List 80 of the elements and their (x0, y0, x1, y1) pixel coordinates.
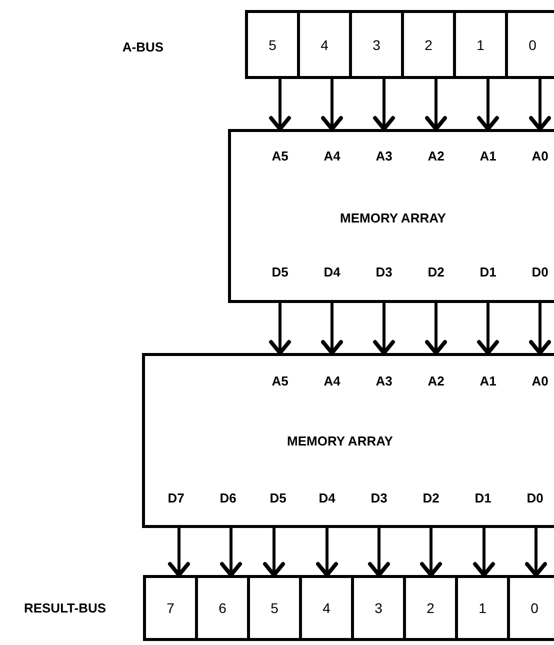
pin-label: D0 (532, 264, 548, 280)
memory-array-box (142, 353, 554, 528)
array-title: MEMORY ARRAY (340, 210, 446, 226)
bus-label: RESULT-BUS (24, 600, 106, 616)
arrow (477, 79, 499, 131)
bit-number: 0 (530, 600, 538, 616)
array-title: MEMORY ARRAY (287, 434, 393, 448)
bit-number: 0 (528, 36, 536, 52)
pin-label: D3 (376, 264, 392, 280)
pin-label: D2 (422, 490, 440, 506)
arrow (425, 303, 447, 355)
pin-label: D6 (220, 490, 236, 506)
bus-bit-cell (403, 575, 458, 641)
pin-label: D2 (428, 264, 444, 280)
pin-label: D4 (324, 264, 340, 280)
pin-label: A2 (428, 148, 444, 164)
pin-label: A1 (480, 374, 496, 388)
bit-number: 6 (218, 600, 226, 616)
arrow (321, 303, 343, 355)
arrow (321, 79, 343, 131)
bus-bit-cell (351, 575, 406, 641)
pin-label: D3 (370, 490, 388, 506)
bit-number: 7 (166, 600, 174, 616)
arrow (420, 528, 442, 577)
pin-label: D5 (272, 264, 288, 280)
pin-label: D7 (168, 490, 184, 506)
pin-label: A5 (272, 148, 288, 164)
arrow (529, 79, 551, 131)
bit-number: 2 (424, 36, 432, 52)
pin-label: A0 (532, 148, 548, 164)
pin-label: A1 (480, 148, 496, 164)
bus-bit-cell (455, 575, 510, 641)
bus-bit-cell (247, 575, 302, 641)
pin-label: D0 (526, 490, 544, 506)
bus-bit-cell (195, 575, 250, 641)
arrow (529, 303, 551, 355)
pin-label: A2 (428, 374, 444, 388)
bus-bit-cell (401, 10, 456, 79)
bus-bit-cell (453, 10, 508, 79)
arrow (220, 528, 242, 577)
bus-bit-cell (505, 10, 554, 79)
pin-label: D1 (480, 264, 496, 280)
bit-number: 1 (476, 36, 484, 52)
bit-number: 5 (270, 600, 278, 616)
bus-bit-cell (507, 575, 554, 641)
arrow (477, 303, 499, 355)
bus-bit-cell (349, 10, 404, 79)
bit-number: 2 (426, 600, 434, 616)
arrow (525, 528, 547, 577)
arrow (168, 528, 190, 577)
pin-label: A4 (324, 374, 340, 388)
bit-number: 3 (374, 600, 382, 616)
arrow (316, 528, 338, 577)
arrow (263, 528, 285, 577)
bus-bit-cell (245, 10, 300, 79)
bus-bit-cell (297, 10, 352, 79)
arrow (425, 79, 447, 131)
arrow (373, 303, 395, 355)
pin-label: D1 (474, 490, 492, 506)
pin-label: A3 (376, 374, 392, 388)
bus-label: A-BUS (122, 40, 164, 54)
pin-label: A0 (532, 374, 548, 388)
arrow (373, 79, 395, 131)
bit-number: 4 (320, 36, 328, 52)
bit-number: 1 (478, 600, 486, 616)
pin-label: D4 (318, 490, 336, 506)
bus-bit-cell (299, 575, 354, 641)
arrow (368, 528, 390, 577)
memory-array-box (228, 129, 554, 303)
bit-number: 4 (322, 600, 330, 616)
arrow (473, 528, 495, 577)
arrow (269, 79, 291, 131)
pin-label: A4 (324, 148, 340, 164)
bit-number: 3 (372, 36, 380, 52)
pin-label: D5 (270, 490, 286, 506)
bus-bit-cell (143, 575, 198, 641)
pin-label: A3 (376, 148, 392, 164)
arrow (269, 303, 291, 355)
bit-number: 5 (268, 36, 276, 52)
pin-label: A5 (272, 374, 288, 388)
